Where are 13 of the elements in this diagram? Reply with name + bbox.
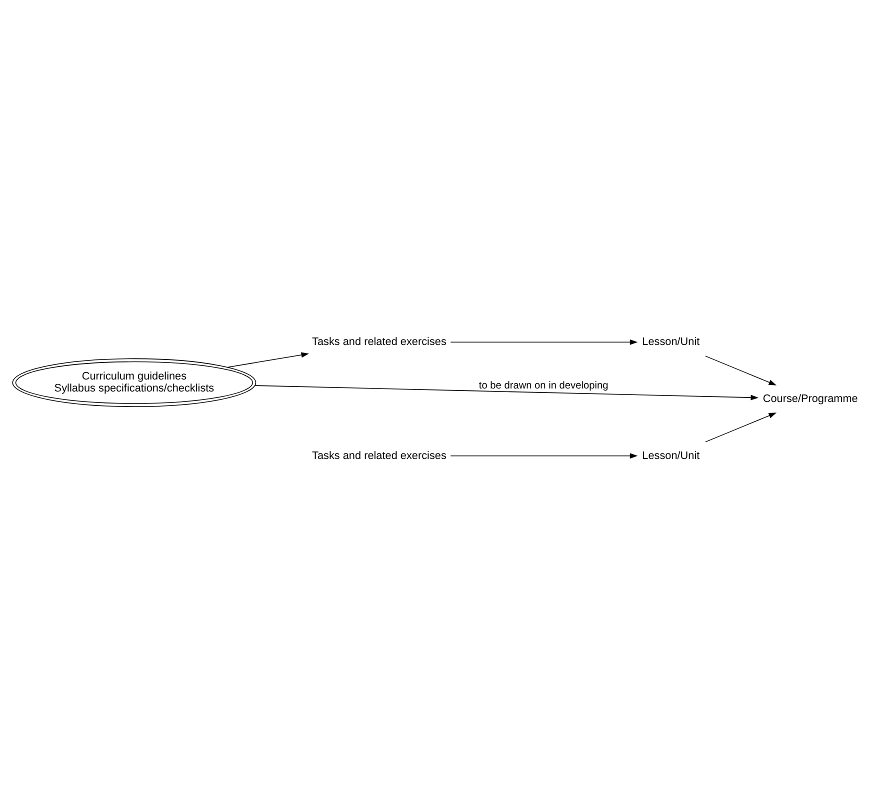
arrow <box>705 355 777 385</box>
node-text: Course/Programme <box>762 392 858 404</box>
arrow <box>705 412 777 442</box>
arrow <box>254 384 759 400</box>
node-ellipse: Curriculum guidelines Syllabus specifications/checklists <box>12 358 256 406</box>
arrow <box>227 352 310 368</box>
edge-label: to be drawn on in developing <box>478 380 608 391</box>
node-text: Lesson/Unit <box>642 449 700 462</box>
arrow <box>450 338 638 344</box>
node-text: Lesson/Unit <box>642 336 700 348</box>
node-text: Tasks and related exercises <box>312 336 446 348</box>
arrow <box>450 452 638 458</box>
node-text: Tasks and related exercises <box>312 449 446 462</box>
